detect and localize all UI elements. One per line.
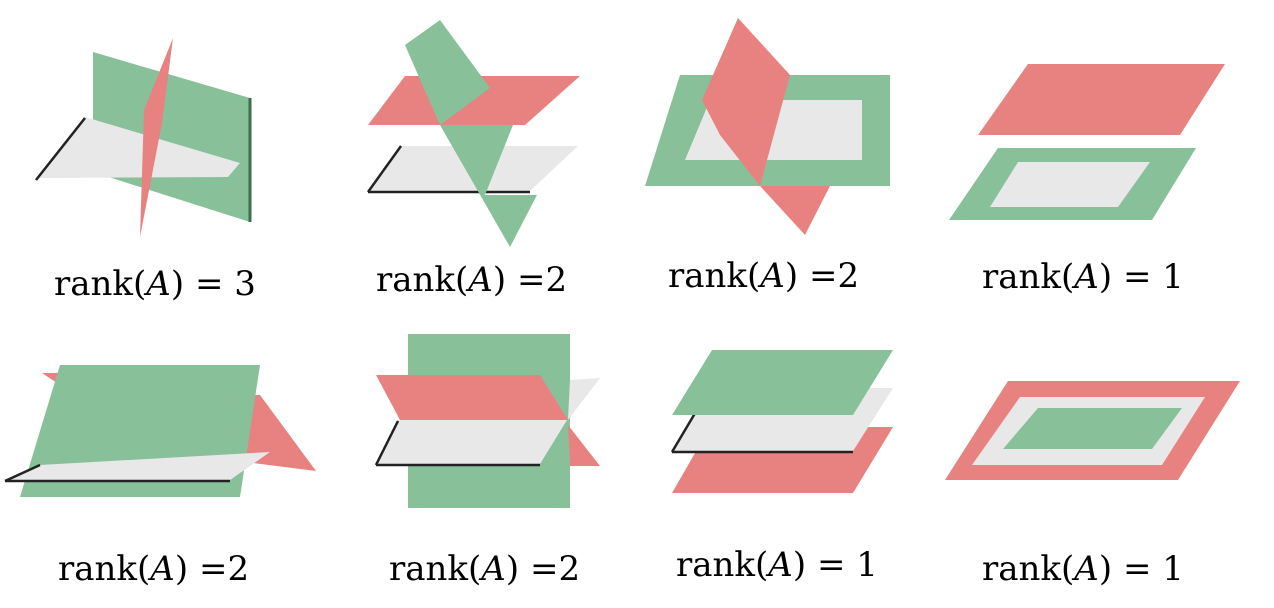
diagram-rank1-parallel-planes-a [949, 64, 1225, 220]
caption-rank3: rank(A) = 3 [54, 264, 256, 304]
diagram-rank3-intersecting-planes [35, 38, 252, 237]
caption-rank1-b: rank(A) = 1 [676, 545, 878, 585]
diagram-rank2-planes-b [645, 18, 890, 235]
diagram-rank1-parallel-planes-b [670, 350, 893, 493]
diagram-rank2-planes-d [374, 334, 600, 508]
diagram-rank1-coincident-planes [945, 381, 1240, 480]
diagram-rank2-planes-a [366, 20, 580, 247]
caption-rank2-b: rank(A) =2 [668, 256, 860, 296]
diagram-rank2-planes-c [4, 365, 316, 497]
caption-rank2-c: rank(A) =2 [58, 549, 250, 589]
caption-rank1-a: rank(A) = 1 [982, 257, 1184, 297]
caption-rank2-d: rank(A) =2 [389, 549, 581, 589]
caption-rank1-c: rank(A) = 1 [982, 549, 1184, 589]
caption-rank2-a: rank(A) =2 [376, 260, 568, 300]
